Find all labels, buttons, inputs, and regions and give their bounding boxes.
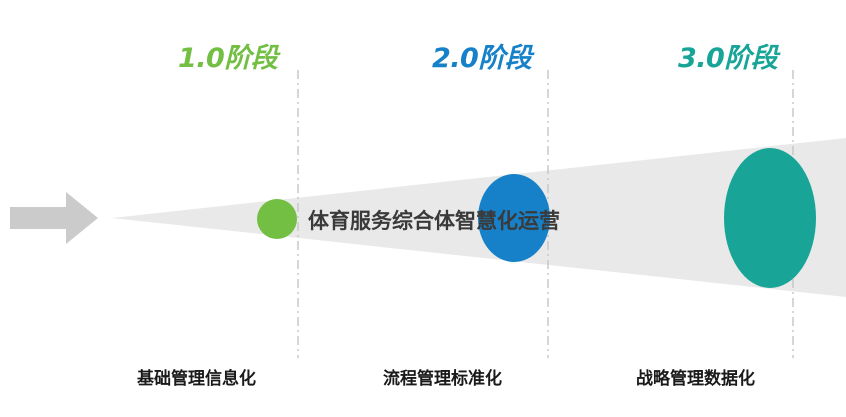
stage-1-marker [257,199,297,239]
center-label: 体育服务综合体智慧化运营 [308,209,560,233]
stage-3-marker [724,148,816,288]
stage-1-title: 1.0阶段 [178,43,278,74]
stage-2-caption: 流程管理标准化 [383,369,502,389]
stage-2-marker [478,174,550,262]
lead-arrow-icon [10,192,98,244]
stage-3-title: 3.0阶段 [678,43,778,74]
stage-1-caption: 基础管理信息化 [137,369,256,389]
stage-2-title: 2.0阶段 [432,43,532,74]
stage-3-caption: 战略管理数据化 [636,369,755,389]
